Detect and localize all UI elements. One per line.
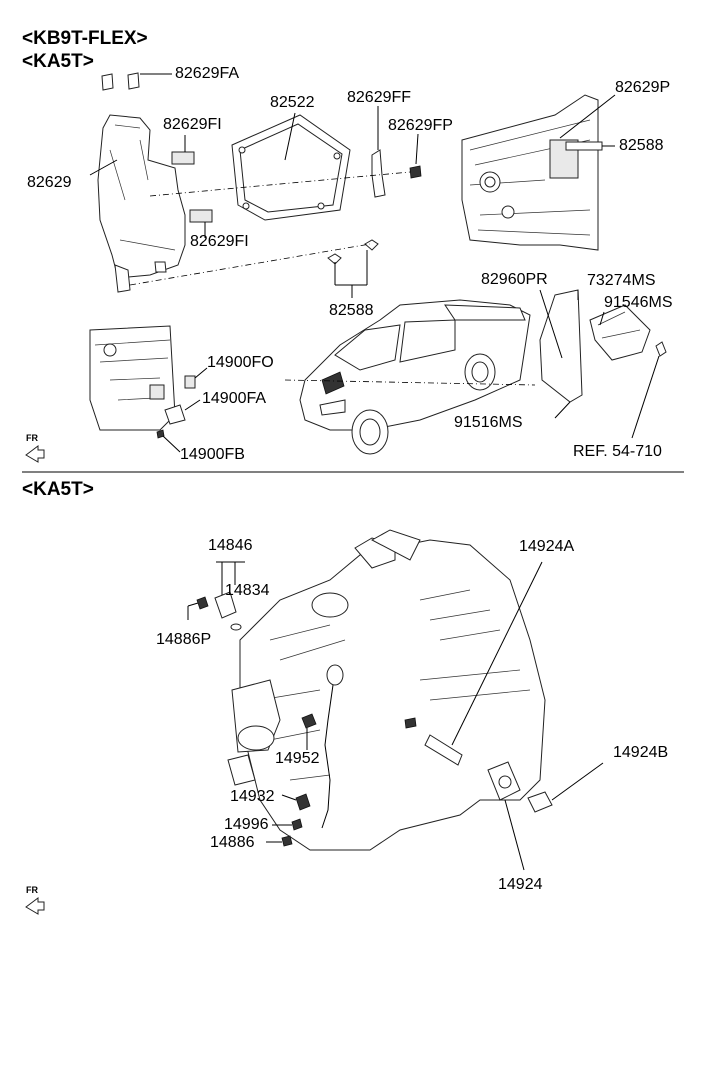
part-label-14846: 14846 [208,537,253,554]
part-label-14924B: 14924B [613,744,669,761]
part-interior-dash [89,325,208,453]
part-14846-sensor [187,561,245,631]
part-label-14952: 14952 [275,750,320,767]
part-label-14900FB: 14900FB [180,446,245,463]
part-14924-sensor [404,561,604,871]
part-label-82960PR: 82960PR [481,271,548,288]
part-module-bracket [539,289,667,439]
fr-marker-upper: FR [26,433,38,443]
fr-marker-lower: FR [26,885,38,895]
part-label-82629FP: 82629FP [388,117,453,134]
part-label-82588-right: 82588 [619,137,664,154]
section-header-ka5t-lower: <KA5T> [22,479,94,500]
part-label-14886P: 14886P [156,631,212,648]
part-label-14886: 14886 [210,834,255,851]
part-82629FP-fastener [409,133,422,179]
part-label-14900FO: 14900FO [207,354,274,371]
part-label-91546MS: 91546MS [604,294,673,311]
part-14952-harness [266,664,344,847]
part-label-82629P: 82629P [615,79,671,96]
part-label-82522: 82522 [270,94,315,111]
section-header-kb9t-flex: <KB9T-FLEX> [22,28,148,49]
part-label-82629FF: 82629FF [347,89,412,106]
part-label-82629FA: 82629FA [175,65,240,82]
part-engine-block [227,529,546,851]
part-82522-ecu [231,112,351,221]
part-82629FI-clips [171,135,213,238]
part-82629FF-bracket [371,106,386,198]
part-interior-panel [461,94,616,251]
part-82588-bolts [327,239,379,298]
part-label-14932: 14932 [230,788,275,805]
part-label-14924: 14924 [498,876,543,893]
part-82629-bracket [89,114,186,293]
fr-arrow-upper [25,445,45,463]
part-label-14924A: 14924A [519,538,575,555]
part-label-73274MS: 73274MS [587,272,656,289]
part-label-82588-bottom: 82588 [329,302,374,319]
section-header-ka5t-upper: <KA5T> [22,51,94,72]
part-label-14834: 14834 [225,582,270,599]
part-label-ref-54-710: REF. 54-710 [573,443,662,460]
part-pickup-truck [299,299,531,455]
part-label-14900FA: 14900FA [202,390,267,407]
part-82629FA-clips [101,72,172,91]
part-label-82629FI-top: 82629FI [163,116,222,133]
part-label-14996: 14996 [224,816,269,833]
part-label-91516MS: 91516MS [454,414,523,431]
part-label-82629: 82629 [27,174,72,191]
fr-arrow-lower [25,897,45,915]
part-label-82629FI-bottom: 82629FI [190,233,249,250]
